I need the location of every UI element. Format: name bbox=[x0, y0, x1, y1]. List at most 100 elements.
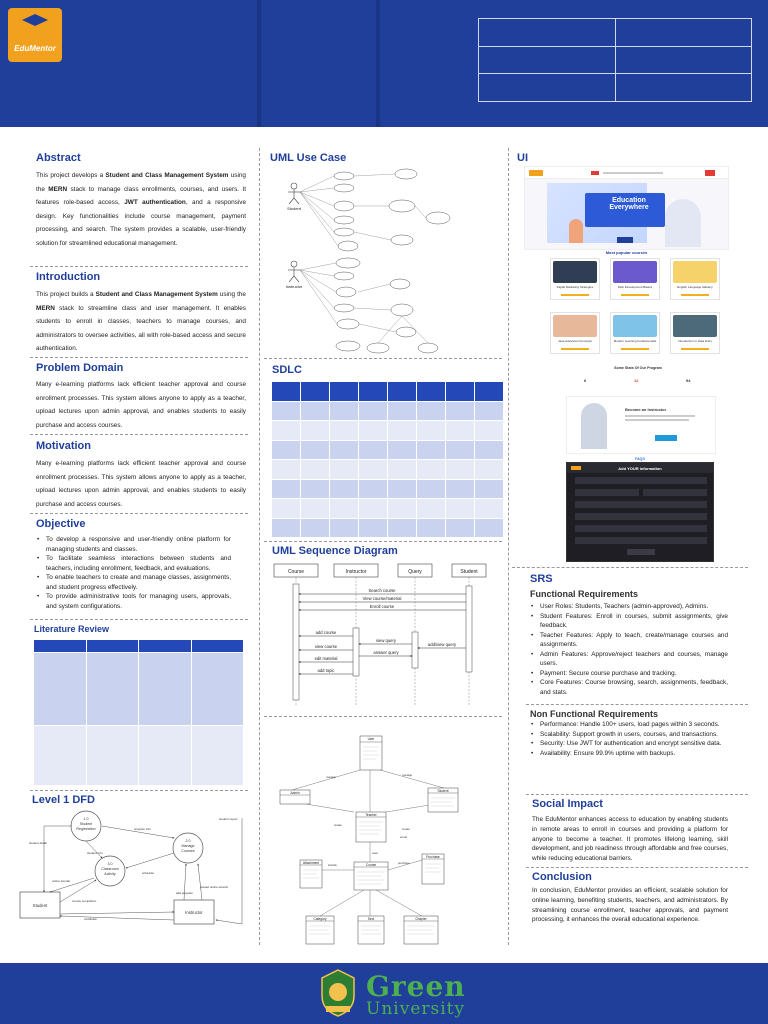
uml-sequence-title: UML Sequence Diagram bbox=[272, 545, 398, 557]
problem-domain-text: Many e-learning platforms lack efficient… bbox=[36, 381, 246, 429]
poster-footer bbox=[0, 963, 768, 1024]
svg-text:add course: add course bbox=[316, 630, 337, 635]
svg-text:Student: Student bbox=[438, 789, 449, 793]
section-divider bbox=[264, 716, 502, 717]
list-item: Core Features: Course browsing, search, … bbox=[530, 678, 728, 697]
svg-text:3.0: 3.0 bbox=[108, 862, 113, 866]
section-divider bbox=[264, 541, 502, 542]
section-divider bbox=[512, 567, 748, 568]
functional-requirements-list: User Roles: Students, Teachers (admin-ap… bbox=[530, 602, 728, 697]
section-divider bbox=[526, 794, 748, 795]
section-divider bbox=[30, 434, 248, 435]
section-divider bbox=[30, 357, 248, 358]
abstract-title: Abstract bbox=[36, 152, 81, 164]
ui-stat-value: 6 bbox=[584, 378, 587, 383]
ui-hero-person-image bbox=[665, 199, 701, 247]
ui-course-card: Modern Learning Fundamentals bbox=[610, 312, 660, 354]
motivation-text: Many e-learning platforms lack efficient… bbox=[36, 460, 246, 508]
social-impact-text: The EduMentor enhances access to educati… bbox=[532, 816, 728, 863]
list-item: Teacher Features: Apply to teach, create… bbox=[530, 631, 728, 650]
nonfunctional-requirements-title: Non Functional Requirements bbox=[530, 709, 659, 719]
svg-text:Activity: Activity bbox=[104, 872, 116, 876]
dfd-entity-student bbox=[19, 891, 61, 919]
functional-requirements-title: Functional Requirements bbox=[530, 589, 639, 599]
svg-text:Attachment: Attachment bbox=[303, 861, 319, 865]
list-item: To enable teachers to create and manage … bbox=[36, 573, 231, 592]
list-item: Availability: Ensure 99.9% uptime with b… bbox=[530, 749, 728, 759]
ui-course-card: Digital Marketing Strategies bbox=[550, 258, 600, 300]
ui-hero-title: Education Everywhere bbox=[609, 197, 649, 211]
conclusion-text: In conclusion, EduMentor provides an eff… bbox=[532, 887, 728, 924]
list-item: Payment: Secure course purchase and trac… bbox=[530, 669, 728, 679]
dfd-process-2 bbox=[172, 832, 204, 864]
uml-use-case-diagram: Student Instructor bbox=[286, 168, 451, 354]
svg-text:User: User bbox=[368, 737, 376, 741]
logo-text: EduMentor bbox=[14, 44, 56, 53]
introduction-text: This project builds a Student and Class … bbox=[36, 291, 246, 352]
svg-text:Course: Course bbox=[288, 569, 304, 575]
ui-title: UI bbox=[517, 152, 528, 164]
svg-text:Search course: Search course bbox=[369, 588, 397, 593]
svg-text:Courses: Courses bbox=[181, 849, 195, 853]
svg-text:Student: Student bbox=[460, 569, 478, 575]
university-name-line1: Green bbox=[366, 970, 466, 1003]
svg-text:schedule: schedule bbox=[142, 871, 154, 875]
svg-text:view query: view query bbox=[376, 638, 397, 643]
svg-text:Student: Student bbox=[287, 206, 302, 211]
svg-text:Category: Category bbox=[314, 917, 327, 921]
section-divider bbox=[30, 619, 248, 620]
ui-navbar bbox=[525, 167, 728, 179]
svg-text:Registration: Registration bbox=[76, 827, 95, 831]
svg-text:manage: manage bbox=[402, 773, 413, 777]
edumentor-logo: EduMentor bbox=[8, 8, 62, 62]
column-divider bbox=[508, 148, 509, 945]
class-diagram: User Admin Student Teacher Attachment Co… bbox=[279, 735, 459, 945]
dfd-process-1 bbox=[70, 810, 102, 842]
ui-instructor-photo bbox=[581, 403, 607, 449]
svg-text:Manage: Manage bbox=[182, 844, 195, 848]
svg-text:student detail: student detail bbox=[29, 841, 47, 845]
graduation-cap-icon bbox=[22, 14, 48, 26]
dfd-process-3 bbox=[94, 855, 126, 887]
literature-review-table bbox=[33, 639, 244, 786]
ui-dark-subheading: Add YOUR information bbox=[618, 466, 662, 471]
svg-text:online tutorial: online tutorial bbox=[52, 879, 70, 883]
svg-text:Instructor: Instructor bbox=[346, 569, 367, 575]
svg-text:course completion: course completion bbox=[72, 899, 97, 903]
srs-title: SRS bbox=[530, 573, 553, 585]
svg-text:include: include bbox=[328, 863, 337, 867]
svg-text:Purchase: Purchase bbox=[426, 855, 440, 859]
ui-course-card: Introduction to Data Entry bbox=[670, 312, 720, 354]
section-divider bbox=[526, 704, 748, 705]
conclusion-title: Conclusion bbox=[532, 871, 592, 883]
section-divider bbox=[526, 867, 748, 868]
svg-text:view course: view course bbox=[315, 644, 338, 649]
level1-dfd-diagram: 1.0 Student Registration 2.0 Manage Cour… bbox=[19, 810, 243, 925]
column-divider bbox=[259, 148, 260, 945]
objective-title: Objective bbox=[36, 518, 86, 530]
svg-text:Chapter: Chapter bbox=[415, 917, 427, 921]
ui-most-popular: Most popular courses bbox=[605, 250, 648, 255]
list-item: Performance: Handle 100+ users, load pag… bbox=[530, 720, 728, 730]
literature-review-title: Literature Review bbox=[34, 624, 110, 634]
university-crest-icon bbox=[321, 969, 355, 1017]
svg-text:Instructor: Instructor bbox=[286, 284, 303, 289]
ui-instructor-heading: Become an Instructor bbox=[625, 407, 667, 412]
actor-student-icon bbox=[288, 182, 300, 205]
svg-text:create: create bbox=[334, 823, 342, 827]
nonfunctional-requirements-list: Performance: Handle 100+ users, load pag… bbox=[530, 720, 728, 758]
svg-text:1.0: 1.0 bbox=[84, 817, 89, 821]
list-item: To provide administrative tools for mana… bbox=[36, 592, 231, 611]
social-impact-title: Social Impact bbox=[532, 798, 603, 810]
list-item: Student Features: Enroll in courses, sub… bbox=[530, 612, 728, 631]
problem-domain-title: Problem Domain bbox=[36, 362, 124, 374]
svg-text:Query: Query bbox=[408, 569, 422, 575]
svg-text:answer query: answer query bbox=[373, 650, 399, 655]
university-name-line2: University bbox=[366, 999, 466, 1019]
header-info-table bbox=[478, 18, 752, 102]
svg-text:Instructor: Instructor bbox=[185, 910, 203, 915]
abstract-text: This project develops a Student and Clas… bbox=[36, 172, 247, 247]
svg-text:edit material: edit material bbox=[315, 656, 338, 661]
svg-text:Course: Course bbox=[366, 863, 377, 867]
svg-text:2.0: 2.0 bbox=[186, 839, 191, 843]
